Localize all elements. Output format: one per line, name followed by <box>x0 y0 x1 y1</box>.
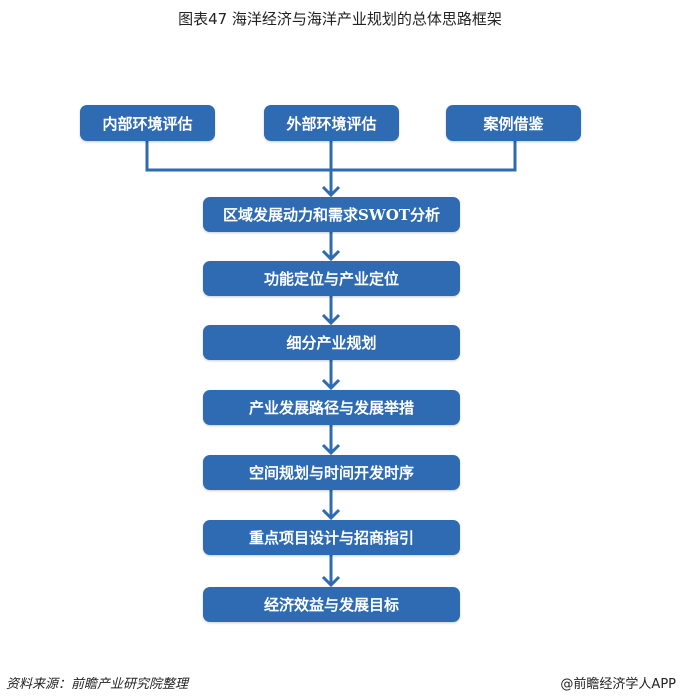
step-box: 功能定位与产业定位 <box>203 261 460 296</box>
arrow-4 <box>321 425 341 456</box>
arrow-head <box>321 185 341 198</box>
step-box: 区域发展动力和需求SWOT分析 <box>203 197 460 232</box>
step-box: 重点项目设计与招商指引 <box>203 520 460 555</box>
input-box-cases: 案例借鉴 <box>446 105 581 141</box>
input-box-external: 外部环境评估 <box>264 105 399 141</box>
credit: @前瞻经济学人APP <box>560 677 676 692</box>
figure-title: 图表47 海洋经济与海洋产业规划的总体思路框架 <box>178 10 502 28</box>
input-box-internal: 内部环境评估 <box>80 105 215 141</box>
arrow-2 <box>321 296 341 326</box>
arrow-5 <box>321 490 341 521</box>
arrow-6 <box>321 555 341 588</box>
step-box: 产业发展路径与发展举措 <box>203 390 460 425</box>
source-note: 资料来源：前瞻产业研究院整理 <box>6 677 189 692</box>
step-box: 细分产业规划 <box>203 325 460 360</box>
arrow-1 <box>321 232 341 262</box>
step-box: 空间规划与时间开发时序 <box>203 455 460 490</box>
arrow-3 <box>321 360 341 391</box>
step-box: 经济效益与发展目标 <box>203 587 460 622</box>
